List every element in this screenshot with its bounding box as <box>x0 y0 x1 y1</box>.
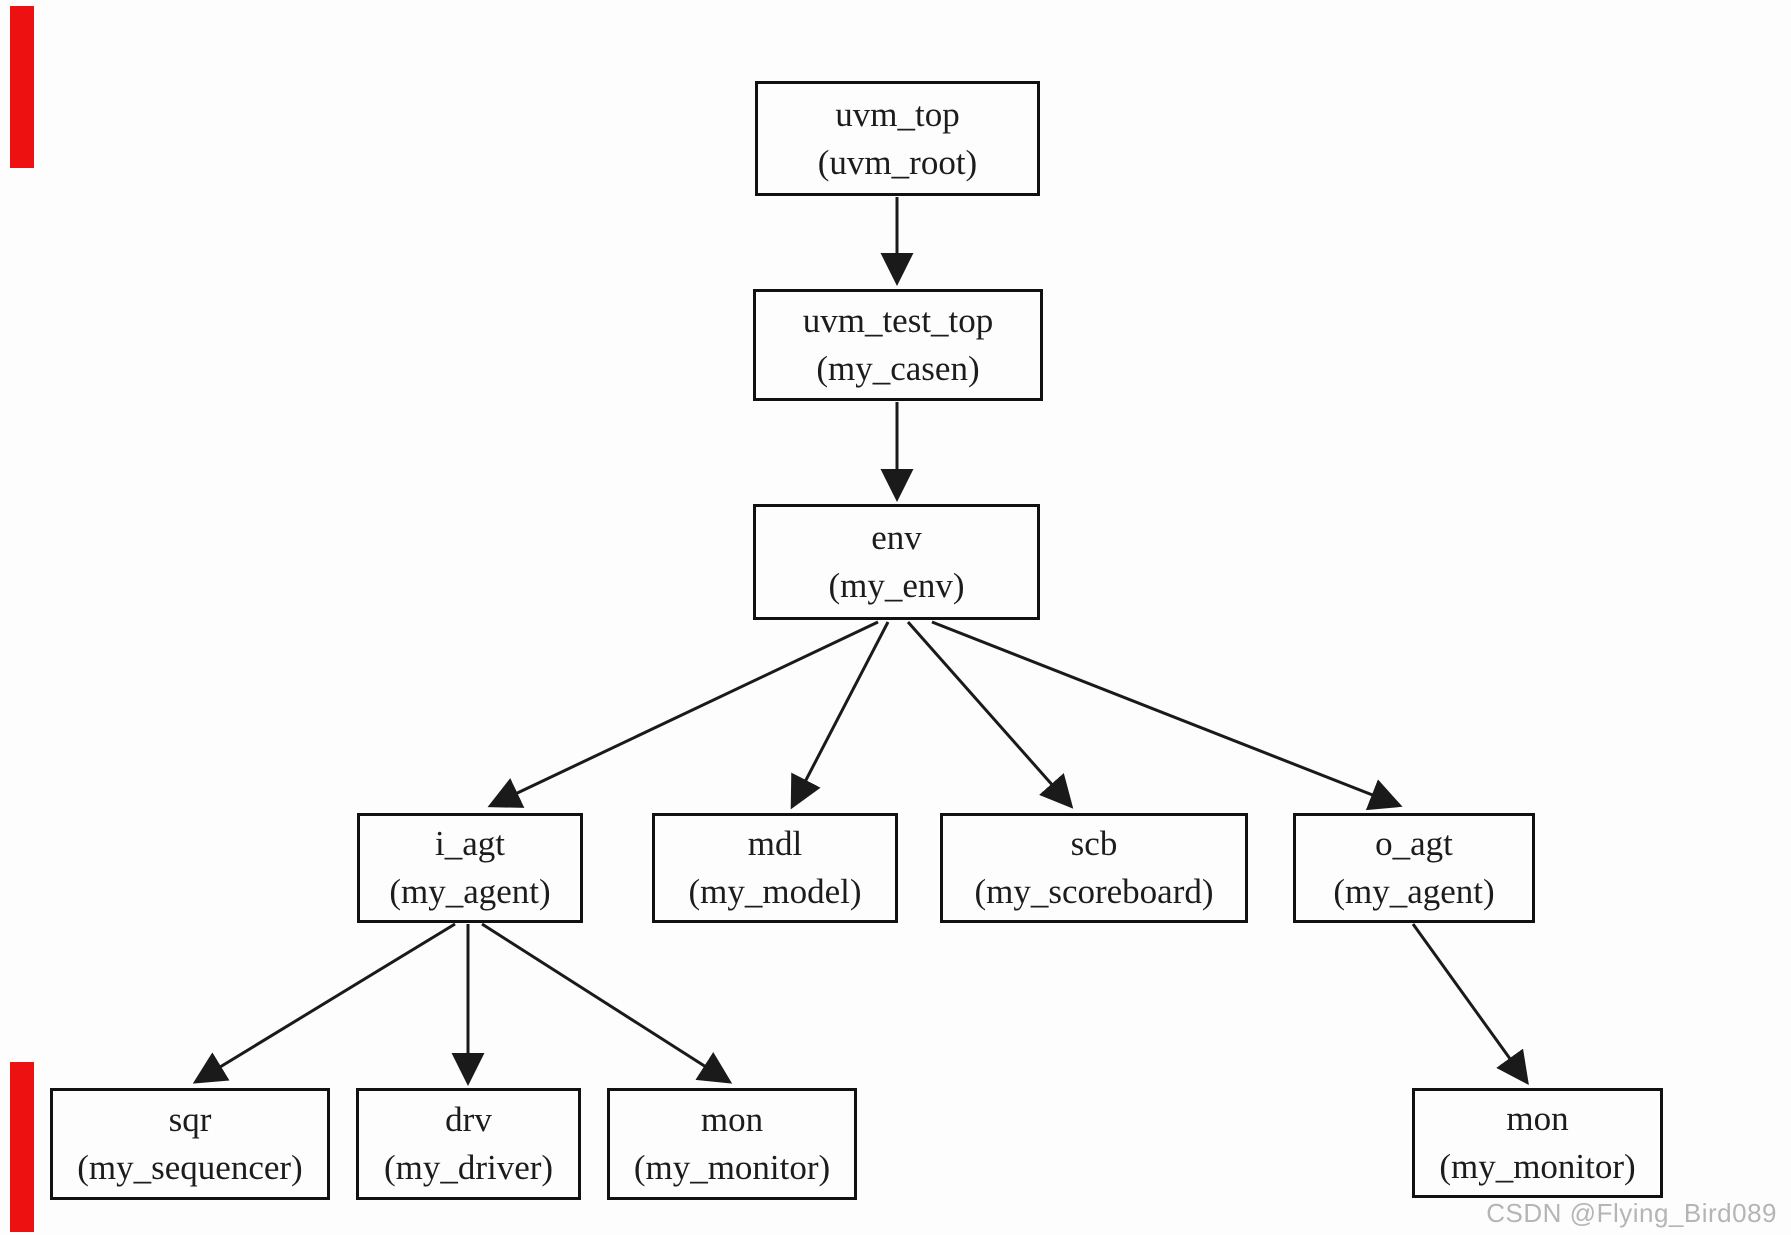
node-scb: scb (my_scoreboard) <box>940 813 1248 923</box>
node-sublabel: (my_casen) <box>816 349 980 388</box>
node-sublabel: (my_monitor) <box>633 1148 831 1187</box>
node-sublabel: (my_sequencer) <box>77 1148 303 1187</box>
node-i_agt: i_agt (my_agent) <box>357 813 583 923</box>
left-margin-red-bar-top <box>10 6 34 168</box>
node-sublabel: (my_model) <box>688 872 862 911</box>
node-mon_i: mon (my_monitor) <box>607 1088 857 1200</box>
arrow-env-to-o_agt <box>931 620 1403 811</box>
node-sqr: sqr (my_sequencer) <box>50 1088 330 1200</box>
node-sublabel: (my_agent) <box>389 872 551 911</box>
arrow-i_agt-to-mon_i <box>481 922 733 1084</box>
node-sublabel: (my_agent) <box>1333 872 1495 911</box>
node-sublabel: (uvm_root) <box>817 142 978 182</box>
node-env: env (my_env) <box>753 504 1040 620</box>
node-label: env <box>871 518 922 557</box>
node-sublabel: (my_env) <box>828 566 965 605</box>
node-mon_o: mon (my_monitor) <box>1412 1088 1663 1198</box>
node-label: uvm_top <box>835 94 960 134</box>
node-o_agt: o_agt (my_agent) <box>1293 813 1535 923</box>
arrow-env-to-scb <box>906 621 1074 809</box>
node-uvm_test_top: uvm_test_top (my_casen) <box>753 289 1043 401</box>
left-margin-red-bar-bottom <box>10 1062 34 1232</box>
node-label: mon <box>700 1100 764 1139</box>
node-sublabel: (my_monitor) <box>1439 1147 1636 1186</box>
node-drv: drv (my_driver) <box>356 1088 581 1200</box>
node-label: drv <box>445 1100 492 1139</box>
node-sublabel: (my_scoreboard) <box>974 872 1214 911</box>
node-label: o_agt <box>1375 824 1453 863</box>
arrow-o_agt-to-mon_o <box>1411 923 1529 1086</box>
watermark: CSDN @Flying_Bird089 <box>1486 1198 1777 1228</box>
node-label: mon <box>1506 1099 1569 1138</box>
node-label: i_agt <box>435 824 505 863</box>
node-mdl: mdl (my_model) <box>652 813 898 923</box>
node-label: uvm_test_top <box>802 301 994 340</box>
node-label: mdl <box>747 824 803 863</box>
node-label: scb <box>1070 824 1118 863</box>
arrow-env-to-mdl <box>790 621 890 810</box>
node-sublabel: (my_driver) <box>383 1148 554 1187</box>
node-label: sqr <box>168 1100 212 1139</box>
node-uvm_top: uvm_top (uvm_root) <box>755 81 1040 196</box>
arrow-i_agt-to-sqr <box>192 922 456 1084</box>
arrow-env-to-i_agt <box>487 620 879 808</box>
